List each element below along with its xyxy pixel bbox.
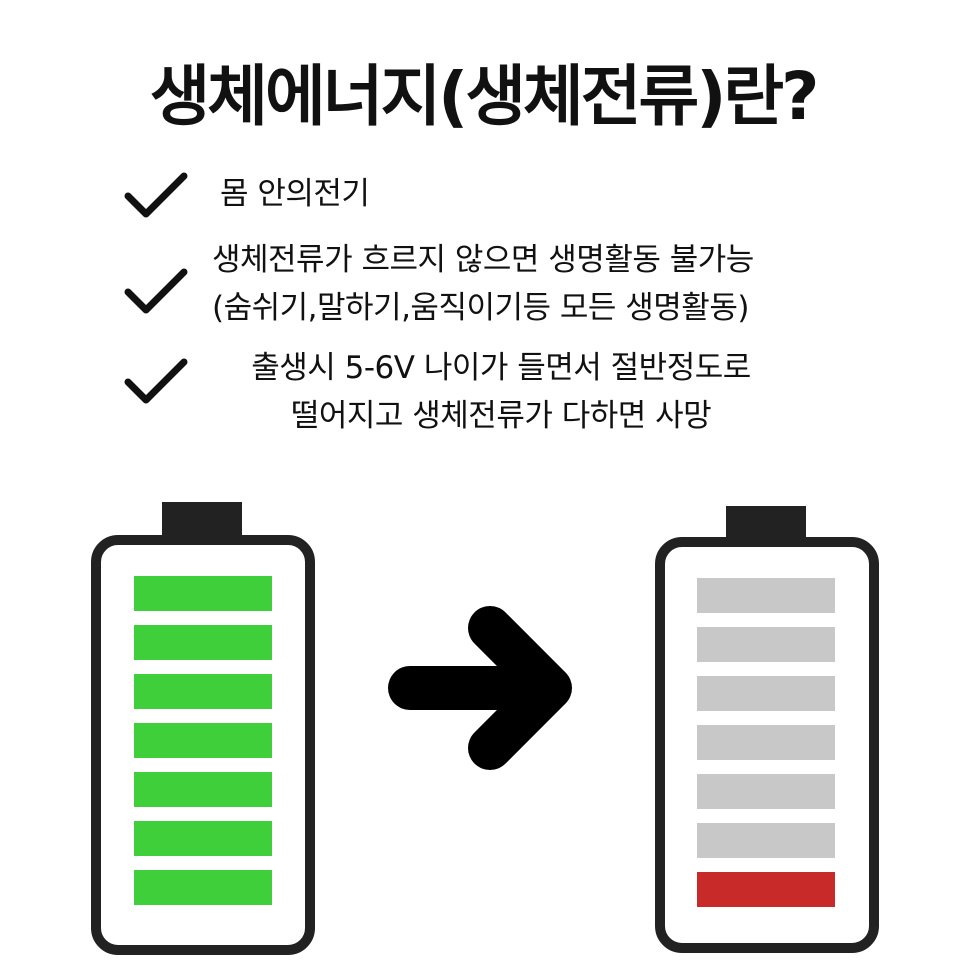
full-battery-segment-1 (134, 870, 272, 905)
bullet-1-text: 몸 안의전기 (220, 170, 370, 218)
empty-battery-segment-2 (697, 823, 835, 858)
bullet-1-line-1: 몸 안의전기 (220, 176, 370, 212)
empty-battery-terminal (726, 506, 806, 540)
empty-battery-segment-3 (697, 774, 835, 809)
full-battery (91, 502, 315, 955)
empty-battery-segment-1 (697, 872, 835, 907)
full-battery-segments (134, 576, 272, 905)
full-battery-terminal (162, 502, 242, 538)
check-icon (124, 268, 188, 314)
empty-battery-segment-5 (697, 676, 835, 711)
empty-battery-segment-7 (697, 578, 835, 613)
bullet-3-line-2: 떨어지고 생체전류가 다하면 사망 (290, 398, 712, 434)
full-battery-segment-3 (134, 772, 272, 807)
right-arrow-icon (388, 606, 572, 770)
full-battery-segment-5 (134, 674, 272, 709)
bullet-2-text: 생체전류가 흐르지 않으면 생명활동 불가능 (숨쉬기,말하기,움직이기등 모든… (212, 236, 754, 332)
battery-illustration (91, 502, 879, 955)
check-icon (124, 172, 188, 218)
empty-battery-segments (697, 578, 835, 907)
full-battery-segment-6 (134, 625, 272, 660)
empty-battery (655, 506, 879, 953)
full-battery-segment-7 (134, 576, 272, 611)
bullet-3-text: 출생시 5-6V 나이가 들면서 절반정도로 떨어지고 생체전류가 다하면 사망 (196, 344, 806, 440)
page-title: 생체에너지(생체전류)란? (149, 58, 820, 135)
empty-battery-segment-4 (697, 725, 835, 760)
full-battery-segment-2 (134, 821, 272, 856)
full-battery-segment-4 (134, 723, 272, 758)
empty-battery-segment-6 (697, 627, 835, 662)
bullet-2-line-1: 생체전류가 흐르지 않으면 생명활동 불가능 (212, 242, 754, 278)
bullet-3-line-1: 출생시 5-6V 나이가 들면서 절반정도로 (251, 350, 751, 386)
bullet-2-line-2: (숨쉬기,말하기,움직이기등 모든 생명활동) (212, 290, 749, 326)
check-icon (124, 358, 188, 404)
